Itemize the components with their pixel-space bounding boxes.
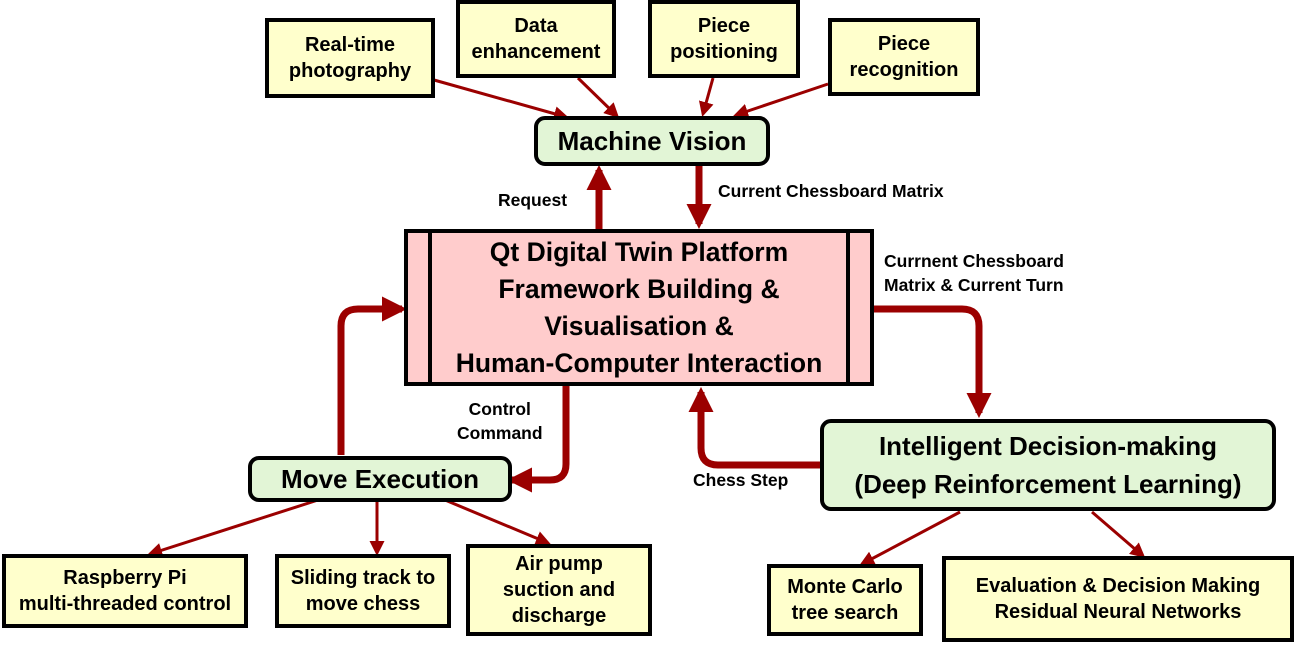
platform-left-bar xyxy=(428,233,432,382)
node-evaluation-residual: Evaluation & Decision Making Residual Ne… xyxy=(942,556,1294,642)
node-machine-vision: Machine Vision xyxy=(534,116,770,166)
node-raspberry-pi-label: Raspberry Pi multi-threaded control xyxy=(18,567,232,615)
node-move-execution: Move Execution xyxy=(248,456,512,502)
node-move-execution-label: Move Execution xyxy=(281,463,479,494)
arrow-decision-to-montecarlo xyxy=(859,510,961,566)
node-realtime-photography: Real-time photography xyxy=(265,18,435,98)
arrow-decision-to-evaluation xyxy=(1091,510,1146,558)
node-intelligent-decision: Intelligent Decision-making (Deep Reinfo… xyxy=(820,419,1276,511)
label-chess-step: Chess Step xyxy=(693,470,789,490)
node-air-pump-label: Air pump suction and discharge xyxy=(502,553,616,627)
node-evaluation-residual-label: Evaluation & Decision Making Residual Ne… xyxy=(975,575,1261,623)
arrow-control-command xyxy=(506,386,570,493)
node-machine-vision-label: Machine Vision xyxy=(557,125,747,156)
label-control-command: Control Command xyxy=(457,399,543,443)
node-sliding-track: Sliding track to move chess xyxy=(275,554,451,628)
label-request: Request xyxy=(498,190,568,210)
label-current-chessboard-matrix: Current Chessboard Matrix xyxy=(718,181,944,201)
arrow-exec-to-raspberry xyxy=(147,498,319,558)
node-monte-carlo: Monte Carlo tree search xyxy=(767,564,923,636)
node-qt-digital-twin-platform: Qt Digital Twin Platform Framework Build… xyxy=(404,229,874,386)
node-piece-positioning: Piece positioning xyxy=(648,0,800,78)
node-air-pump: Air pump suction and discharge xyxy=(466,544,652,636)
node-realtime-photography-label: Real-time photography xyxy=(288,34,412,82)
arrow-matrix-turn xyxy=(874,305,992,419)
arrow-realtime-to-vision xyxy=(433,78,569,121)
node-intelligent-decision-label: Intelligent Decision-making (Deep Reinfo… xyxy=(854,431,1242,499)
node-sliding-track-label: Sliding track to move chess xyxy=(290,567,436,615)
node-data-enhancement-label: Data enhancement xyxy=(471,15,601,63)
node-raspberry-pi: Raspberry Pi multi-threaded control xyxy=(2,554,248,628)
arrow-recognition-to-vision xyxy=(733,82,829,119)
arrow-enhancement-to-vision xyxy=(576,76,620,119)
arrow-exec-to-airpump xyxy=(444,498,551,546)
node-piece-positioning-label: Piece positioning xyxy=(670,15,778,63)
node-qt-digital-twin-platform-label: Qt Digital Twin Platform Framework Build… xyxy=(455,236,823,378)
platform-right-bar xyxy=(846,233,850,382)
node-piece-recognition-label: Piece recognition xyxy=(849,33,959,81)
label-matrix-and-turn: Currnent Chessboard Matrix & Current Tur… xyxy=(884,251,1064,295)
arrow-chess-step xyxy=(688,386,820,469)
arrow-feedback-to-platform xyxy=(337,296,408,455)
arrow-positioning-to-vision xyxy=(698,77,715,117)
node-data-enhancement: Data enhancement xyxy=(456,0,616,78)
node-monte-carlo-label: Monte Carlo tree search xyxy=(787,576,903,624)
node-piece-recognition: Piece recognition xyxy=(828,18,980,96)
